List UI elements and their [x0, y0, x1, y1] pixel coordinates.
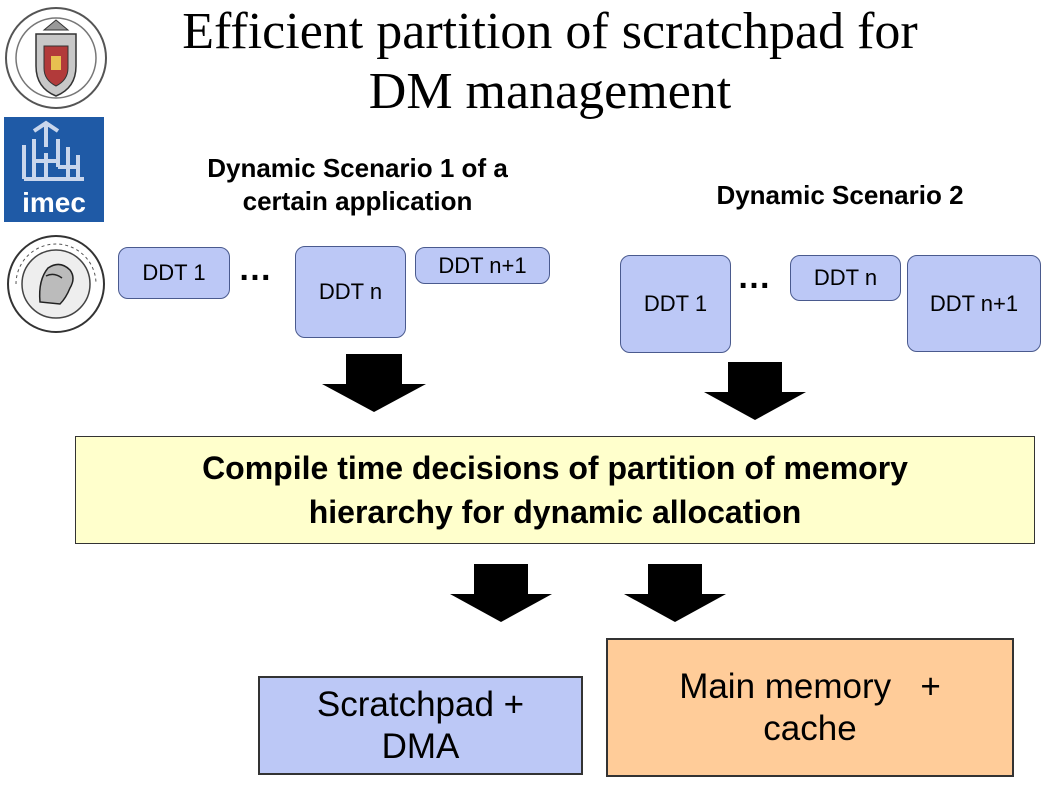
- scenario-2-heading: Dynamic Scenario 2: [716, 180, 964, 210]
- scenario-1-heading-line-1: Dynamic Scenario 1 of a: [207, 153, 508, 183]
- scenario-2-ddt-1: DDT 1: [620, 255, 731, 353]
- scenario-1-ddt-n: DDT n: [295, 246, 406, 338]
- imec-logo-icon: [22, 120, 84, 181]
- scenario-1-heading-line-2: certain application: [242, 186, 473, 216]
- imec-logo: imec: [4, 117, 104, 222]
- scratchpad-box-line-1: Scratchpad +: [316, 684, 525, 724]
- main-memory-cache-box: Main memory + cache: [606, 638, 1014, 777]
- scratchpad-box-line-2: DMA: [381, 726, 460, 766]
- title-line-2: DM management: [368, 63, 732, 120]
- compile-box-line-1: Compile time decisions of partition of m…: [202, 450, 908, 486]
- scenario-1-ddt-n-plus-1: DDT n+1: [415, 247, 550, 284]
- university-seal-icon: [5, 7, 107, 109]
- arrow-down-icon: [624, 564, 726, 622]
- arrow-down-icon: [704, 362, 806, 420]
- scenario-1-heading: Dynamic Scenario 1 of a certain applicat…: [130, 152, 585, 218]
- compile-box-line-2: hierarchy for dynamic allocation: [308, 494, 802, 530]
- ucm-logo: [4, 4, 108, 112]
- slide-title: Efficient partition of scratchpad for DM…: [110, 2, 990, 122]
- university-seal-icon: [7, 235, 105, 333]
- duth-logo: [4, 232, 108, 336]
- imec-wordmark: imec: [22, 187, 86, 218]
- scenario-2-ddt-n-plus-1: DDT n+1: [907, 255, 1041, 352]
- arrow-down-icon: [322, 354, 426, 412]
- title-line-1: Efficient partition of scratchpad for: [182, 3, 918, 60]
- scenario-2-ellipsis: …: [737, 258, 773, 296]
- main-memory-box-line-1: Main memory +: [679, 666, 941, 706]
- scenario-1-ellipsis: …: [238, 250, 274, 288]
- scenario-2-ddt-n: DDT n: [790, 255, 901, 301]
- main-memory-box-line-2: cache: [763, 708, 857, 748]
- arrow-down-icon: [450, 564, 552, 622]
- scratchpad-dma-box: Scratchpad + DMA: [258, 676, 583, 775]
- compile-time-decisions-box: Compile time decisions of partition of m…: [75, 436, 1035, 544]
- scenario-1-ddt-1: DDT 1: [118, 247, 230, 299]
